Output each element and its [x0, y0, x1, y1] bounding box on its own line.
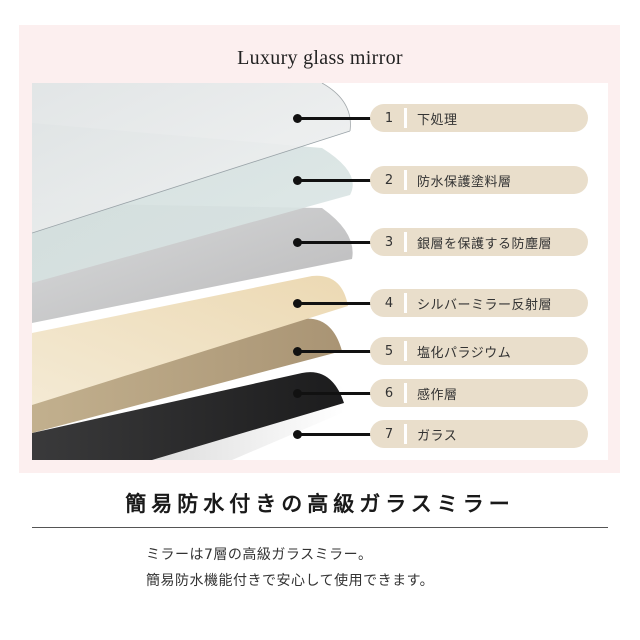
layer-name: シルバーミラー反射層: [417, 297, 553, 313]
leader-line: [298, 391, 372, 395]
layer-label-7: 7 ガラス: [370, 420, 588, 448]
marker-dot-icon: [293, 298, 302, 308]
layer-name: 防水保護塗料層: [417, 174, 512, 190]
marker-dot-icon: [293, 113, 302, 123]
marker-dot-icon: [293, 237, 302, 247]
callout-layer-1: 1 下処理: [32, 104, 608, 132]
description-line-1: ミラーは7層の高級ガラスミラー。: [146, 547, 373, 563]
separator: [404, 341, 407, 361]
callout-layer-4: 4 シルバーミラー反射層: [32, 289, 608, 317]
callout-layer-5: 5 塩化パラジウム: [32, 337, 608, 365]
layer-number: 6: [384, 385, 394, 401]
layer-name: 下処理: [417, 112, 458, 128]
layer-label-1: 1 下処理: [370, 104, 588, 132]
layer-4-shape: [32, 275, 348, 405]
marker-dot-icon: [293, 388, 302, 398]
layer-5-shape: [32, 318, 342, 433]
section-heading: 簡易防水付きの高級ガラスミラー: [125, 492, 515, 516]
leader-line: [298, 301, 372, 305]
separator: [404, 232, 407, 252]
layer-number: 4: [384, 295, 394, 311]
separator: [404, 108, 407, 128]
mirror-layers-illustration: [32, 83, 353, 460]
separator: [404, 170, 407, 190]
description: ミラーは7層の高級ガラスミラー。 簡易防水機能付きで安心して使用できます。: [146, 542, 434, 594]
layer-number: 3: [384, 234, 394, 250]
layer-number: 1: [384, 110, 394, 126]
divider: [32, 527, 608, 528]
layer-name: 銀層を保護する防塵層: [417, 236, 553, 252]
callout-layer-7: 7 ガラス: [32, 420, 608, 448]
layer-1-shape: [32, 83, 351, 233]
description-line-2: 簡易防水機能付きで安心して使用できます。: [146, 573, 435, 589]
layer-label-2: 2 防水保護塗料層: [370, 166, 588, 194]
separator: [404, 293, 407, 313]
callout-layer-6: 6 感作層: [32, 379, 608, 407]
separator: [404, 424, 407, 444]
leader-line: [298, 116, 372, 120]
layer-6-shape: [32, 372, 344, 460]
callout-layer-2: 2 防水保護塗料層: [32, 166, 608, 194]
leader-line: [298, 178, 372, 182]
layer-name: 塩化パラジウム: [417, 345, 512, 361]
callout-layer-3: 3 銀層を保護する防塵層: [32, 228, 608, 256]
layer-number: 2: [384, 172, 394, 188]
diagram-title: Luxury glass mirror: [237, 47, 403, 69]
layer-name: 感作層: [417, 387, 458, 403]
leader-line: [298, 240, 372, 244]
layer-label-5: 5 塩化パラジウム: [370, 337, 588, 365]
separator: [404, 383, 407, 403]
layer-label-6: 6 感作層: [370, 379, 588, 407]
layer-label-4: 4 シルバーミラー反射層: [370, 289, 588, 317]
layer-diagram: 1 下処理 2 防水保護塗料層 3 銀層を保護する防塵層 4 シルバーミラー反射…: [32, 83, 608, 460]
layer-number: 7: [384, 426, 394, 442]
marker-dot-icon: [293, 175, 302, 185]
marker-dot-icon: [293, 429, 302, 439]
layer-number: 5: [384, 343, 394, 359]
layer-label-3: 3 銀層を保護する防塵層: [370, 228, 588, 256]
leader-line: [298, 432, 372, 436]
leader-line: [298, 349, 372, 353]
marker-dot-icon: [293, 346, 302, 356]
layer-name: ガラス: [417, 428, 458, 444]
